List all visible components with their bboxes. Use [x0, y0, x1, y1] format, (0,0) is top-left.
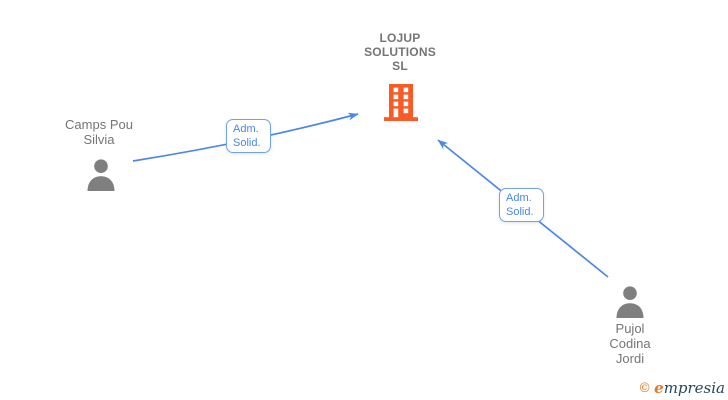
- edge-label-adm-solid-pujol: Adm. Solid.: [499, 188, 544, 222]
- company-name-line: SOLUTIONS: [364, 45, 436, 59]
- company-name-line: SL: [392, 59, 408, 73]
- copyright-icon: ©: [638, 381, 652, 396]
- edge-label-adm-solid-camps: Adm. Solid.: [226, 119, 271, 153]
- edge-label-line: Adm.: [506, 192, 532, 204]
- person-name-line: Camps Pou: [65, 117, 133, 132]
- company-name-line: LOJUP: [379, 31, 421, 45]
- edge-label-line: Solid.: [506, 206, 534, 218]
- person-icon[interactable]: [86, 159, 116, 191]
- edge-label-line: Adm.: [233, 123, 259, 135]
- person-name-pujol-codina-jordi[interactable]: Pujol Codina Jordi: [570, 321, 690, 366]
- person-name-line: Silvia: [83, 132, 115, 147]
- person-name-line: Pujol: [615, 321, 645, 336]
- company-name[interactable]: LOJUP SOLUTIONS SL: [330, 31, 470, 73]
- person-name-line: Jordi: [615, 351, 645, 366]
- empresia-brand-text: mpresia: [663, 379, 725, 397]
- person-name-line: Codina: [609, 336, 651, 351]
- empresia-brand-initial: e: [654, 379, 664, 397]
- empresia-logo: ©empresia: [638, 379, 725, 397]
- edge-label-line: Solid.: [233, 137, 261, 149]
- person-icon[interactable]: [615, 286, 645, 318]
- building-icon[interactable]: [384, 84, 418, 121]
- person-name-camps-pou-silvia[interactable]: Camps Pou Silvia: [39, 117, 159, 147]
